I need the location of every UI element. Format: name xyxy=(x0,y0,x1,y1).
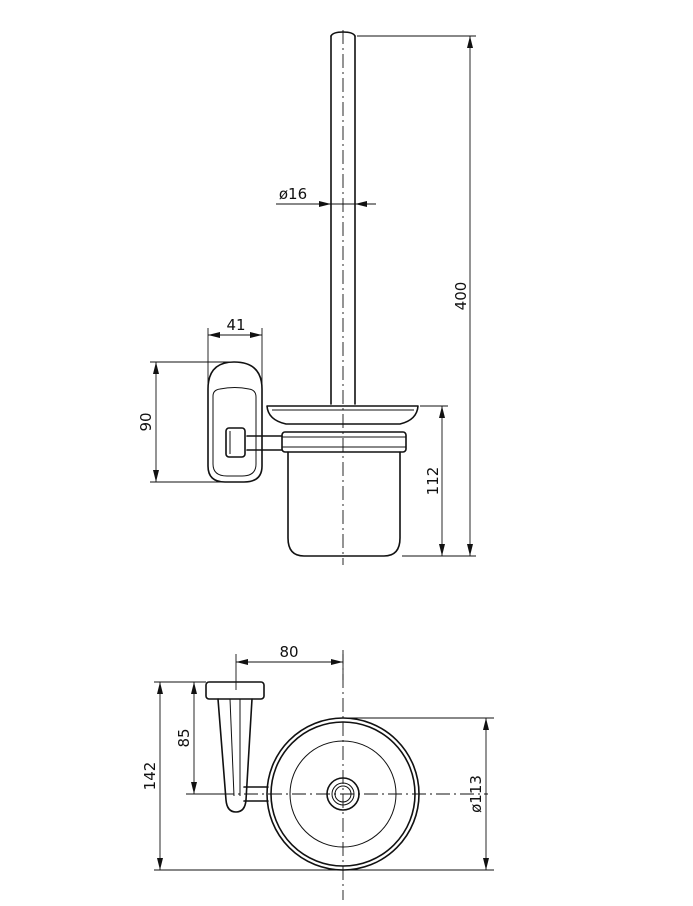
wall-plate xyxy=(207,361,263,483)
dim-projection: 80 xyxy=(235,643,344,690)
top-view: 80 85 142 ø113 xyxy=(141,643,494,900)
holder-ring xyxy=(281,431,407,453)
wall-arm xyxy=(246,435,283,451)
dim-overall-depth: 142 xyxy=(141,681,343,871)
arm-top xyxy=(243,786,269,802)
dim-label-90: 90 xyxy=(137,412,155,431)
dim-bracket-height: 90 xyxy=(137,361,234,483)
dim-handle-diameter: ø16 xyxy=(276,185,376,207)
dim-height-total: 400 xyxy=(357,35,476,557)
front-view: 400 ø16 41 90 xyxy=(137,30,476,565)
dim-label-400: 400 xyxy=(452,282,470,311)
cup-rim xyxy=(266,405,419,425)
glass-cup xyxy=(287,451,401,557)
dim-label-112: 112 xyxy=(424,467,442,496)
dim-label-handle-diameter: ø16 xyxy=(279,185,307,203)
dim-bracket-offset: 85 xyxy=(175,681,224,795)
dim-label-142: 142 xyxy=(141,762,159,791)
dim-label-41: 41 xyxy=(226,316,245,334)
dim-bracket-depth: 41 xyxy=(207,316,263,386)
dim-label-85: 85 xyxy=(175,728,193,747)
dim-cup-diameter: ø113 xyxy=(343,717,494,871)
dim-cup-height: 112 xyxy=(402,405,448,557)
dim-label-cup-diameter: ø113 xyxy=(467,775,485,813)
dim-label-80: 80 xyxy=(279,643,298,661)
bracket-top xyxy=(205,681,265,813)
